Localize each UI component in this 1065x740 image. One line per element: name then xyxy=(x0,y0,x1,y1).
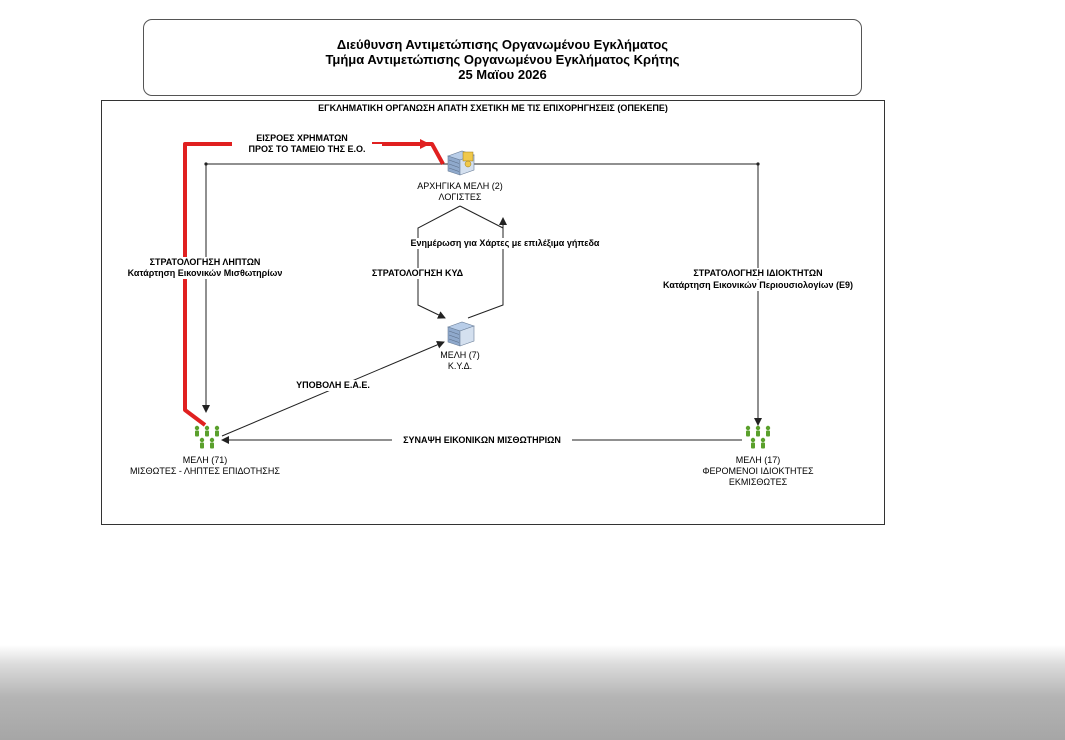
header-line-1: Διεύθυνση Αντιμετώπισης Οργανωμένου Εγκλ… xyxy=(336,37,669,52)
header-box: Διεύθυνση Αντιμετώπισης Οργανωμένου Εγκλ… xyxy=(143,19,862,96)
header-line-2: Τμήμα Αντιμετώπισης Οργανωμένου Εγκλήματ… xyxy=(325,52,680,67)
owners-label-1: ΜΕΛΗ (17) xyxy=(735,455,781,465)
diagram-frame xyxy=(101,100,885,525)
submit-eae-label: ΥΠΟΒΟΛΗ Ε.Α.Ε. xyxy=(288,380,378,391)
owners-label-3: ΕΚΜΙΣΘΩΤΕΣ xyxy=(728,477,788,487)
junction-dot-right xyxy=(756,162,760,166)
leaders-label-1: ΑΡΧΗΓΙΚΑ ΜΕΛΗ (2) xyxy=(417,181,503,191)
edge-money-flow xyxy=(183,142,445,427)
edge-recruit-kyd xyxy=(417,205,461,319)
server-rack-icon xyxy=(446,321,476,352)
people-group-icon xyxy=(743,425,773,458)
diagram-title: ΕΓΚΛΗΜΑΤΙΚΗ ΟΡΓΑΝΩΣΗ ΑΠΑΤΗ ΣΧΕΤΙΚΗ ΜΕ ΤΙ… xyxy=(318,103,668,113)
kyd-label-1: ΜΕΛΗ (7) xyxy=(440,350,480,360)
junction-dot-left xyxy=(204,162,208,166)
leaders-label-2: ΛΟΓΙΣΤΕΣ xyxy=(438,192,482,202)
recruit-recipients-label-2: Κατάρτηση Εικονικών Μισθωτηρίων xyxy=(110,268,300,279)
recruit-recipients-label-1: ΣΤΡΑΤΟΛΟΓΗΣΗ ΛΗΠΤΩΝ xyxy=(120,257,290,268)
recruit-owners-label-2: Κατάρτηση Εικονικών Περιουσιολογίων (Ε9) xyxy=(640,280,876,291)
recruit-kyd-label: ΣΤΡΑΤΟΛΟΓΗΣΗ ΚΥΔ xyxy=(360,268,475,279)
owners-label-2: ΦΕΡΟΜΕΝΟΙ ΙΔΙΟΚΤΗΤΕΣ xyxy=(702,466,814,476)
header-line-3: 25 Μαϊου 2026 xyxy=(458,67,547,82)
recruit-owners-label-1: ΣΤΡΑΤΟΛΟΓΗΣΗ ΙΔΙΟΚΤΗΤΩΝ xyxy=(658,268,858,279)
people-group-icon xyxy=(192,425,222,458)
update-maps-label: Ενημέρωση για Χάρτες με επιλέξιμα γήπεδα xyxy=(390,238,620,249)
kyd-label-2: Κ.Υ.Δ. xyxy=(447,361,473,371)
tenants-label-2: ΜΙΣΘΩΤΕΣ - ΛΗΠΤΕΣ ΕΠΙΔΟΤΗΣΗΣ xyxy=(130,466,280,476)
money-flow-label-2: ΠΡΟΣ ΤΟ ΤΑΜΕΙΟ ΤΗΣ Ε.Ο. xyxy=(232,144,382,155)
money-flow-label-1: ΕΙΣΡΟΕΣ ΧΡΗΜΑΤΩΝ xyxy=(232,133,372,144)
edge-hex-top xyxy=(459,205,504,229)
server-rack-icon xyxy=(446,150,476,181)
tenants-label-1: ΜΕΛΗ (71) xyxy=(182,455,228,465)
bottom-gradient xyxy=(0,645,1065,740)
fake-leases-label: ΣΥΝΑΨΗ ΕΙΚΟΝΙΚΩΝ ΜΙΣΘΩΤΗΡΙΩΝ xyxy=(392,435,572,446)
